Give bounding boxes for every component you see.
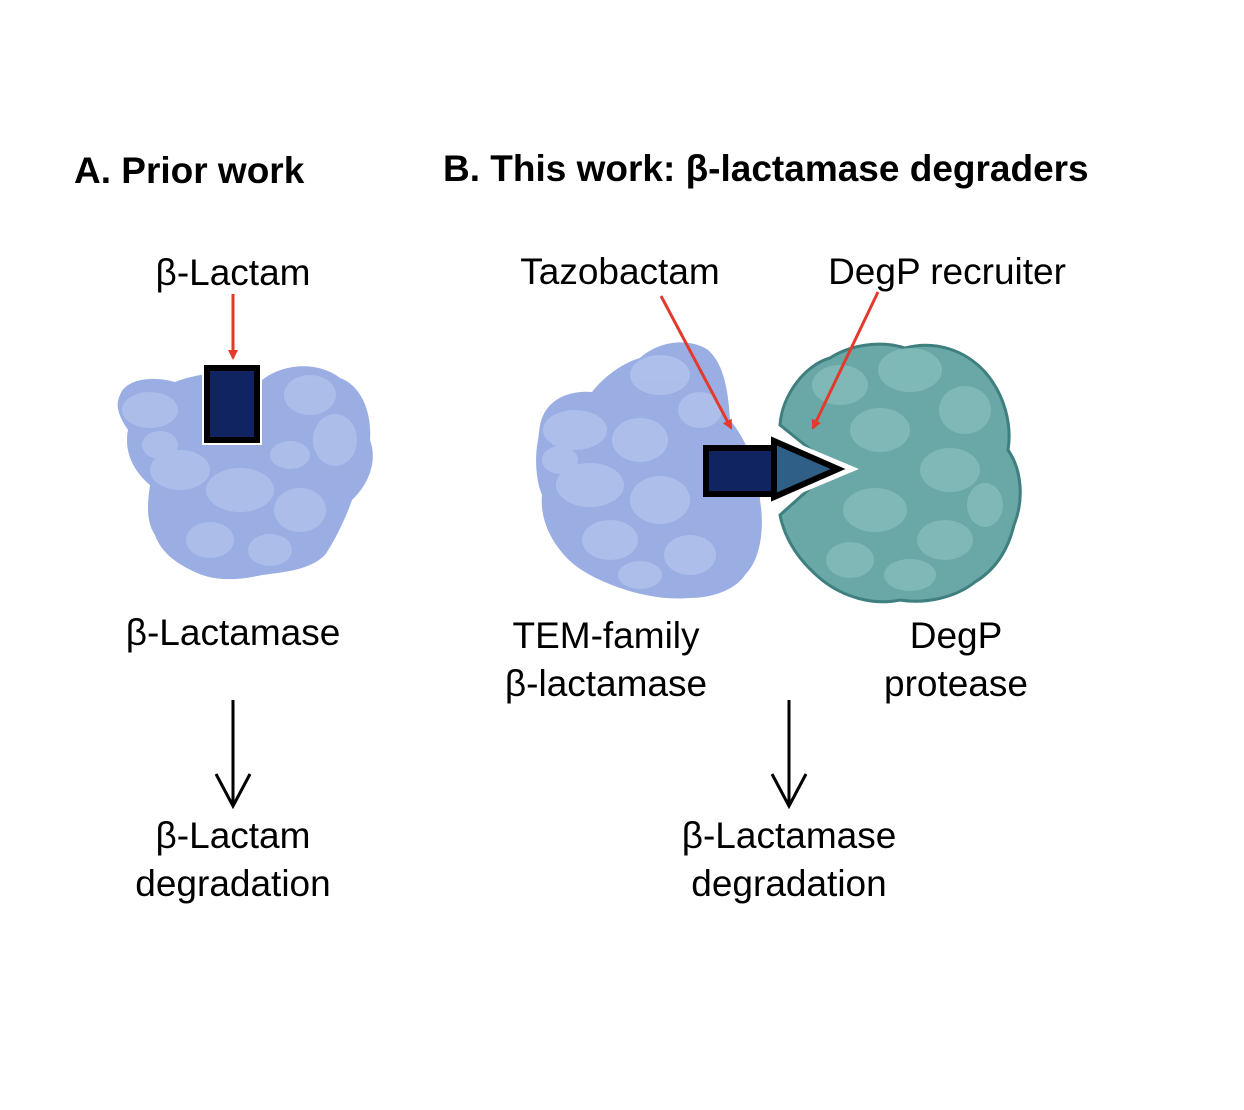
tem-line2: β-lactamase <box>504 663 708 704</box>
outcome-a-label: β-Lactam degradation <box>135 812 330 908</box>
beta-lactam-block <box>204 365 260 443</box>
degp-protease-shape <box>778 342 1022 604</box>
flow-arrow-a <box>214 700 252 810</box>
degp-protease-label: DegP protease <box>884 612 1028 708</box>
panel-a-heading: A. Prior work <box>74 150 305 191</box>
degp-recruiter-triangle <box>771 436 846 502</box>
flow-arrow-b <box>770 700 808 810</box>
outcome-a-line2: degradation <box>135 863 331 904</box>
degp-line1: DegP <box>909 615 1003 656</box>
tazobactam-block <box>703 445 781 497</box>
tem-line1: TEM-family <box>512 615 700 656</box>
beta-lactamase-label: β-Lactamase <box>125 612 341 653</box>
panel-b-heading: B. This work: β-lactamase degraders <box>443 148 1089 189</box>
outcome-b-line1: β-Lactamase <box>681 815 897 856</box>
outcome-b-label: β-Lactamase degradation <box>682 812 897 908</box>
outcome-b-line2: degradation <box>691 863 887 904</box>
tazobactam-label: Tazobactam <box>520 251 720 292</box>
beta-lactam-label: β-Lactam <box>155 252 311 293</box>
outcome-a-line1: β-Lactam <box>155 815 311 856</box>
degp-line2: protease <box>884 663 1028 704</box>
degp-recruiter-label: DegP recruiter <box>828 251 1066 292</box>
pointer-arrow-recruiter <box>811 291 880 430</box>
tem-beta-lactamase-shape <box>536 342 762 599</box>
pointer-arrow-tazobactam <box>659 295 733 430</box>
tem-beta-lactamase-label: TEM-family β-lactamase <box>505 612 707 708</box>
beta-lactamase-shape-a <box>117 366 373 580</box>
